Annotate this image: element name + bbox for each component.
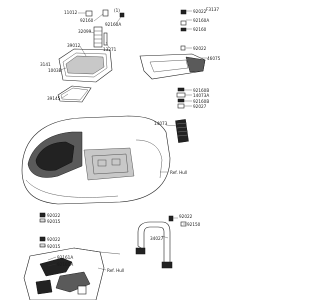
callout-labels: 11012 92160 (1) 92160A 32099 39012 13271…: [40, 8, 221, 273]
callout-92161a: 92161A: [57, 255, 73, 260]
callout-1003b: 1003B: [48, 68, 62, 73]
collar-part: [176, 92, 186, 98]
callout-92160-right: 92160: [193, 27, 207, 32]
ring-part: [177, 103, 185, 109]
hull-deck: [21, 115, 171, 205]
rail-foot: [135, 247, 146, 255]
callout-92161a-lower: 92161A: [57, 262, 73, 267]
callout-92022-rail: 92022: [179, 214, 193, 219]
storage-box-group: [57, 9, 125, 103]
callout-14073a: 14073A: [193, 93, 209, 98]
callout-label: (1): [114, 8, 120, 13]
nut-part: [180, 20, 187, 26]
spring-part: [93, 26, 103, 48]
callout-32099: 32099: [78, 29, 92, 34]
callout-3141: 3141: [40, 62, 51, 67]
washer-part: [177, 98, 185, 103]
storage-box: [58, 48, 113, 83]
callout-92022-left: 92022: [47, 213, 61, 218]
gasket-part: [57, 85, 92, 103]
callout-92022-right: 92022: [193, 46, 207, 51]
bolt-part: [102, 9, 109, 17]
grip-part: [175, 119, 189, 143]
callout-34027: 34027: [150, 236, 164, 241]
bolt-part: [168, 215, 174, 222]
callout-11012: 11012: [64, 10, 78, 15]
ref-hull-lower: Ref. Hull: [107, 268, 124, 273]
figure-code: F3137: [206, 7, 219, 12]
callout-13271: 13271: [103, 47, 117, 52]
nut-part: [39, 243, 46, 248]
callout-92015: 92015: [47, 219, 61, 224]
callout-92160a: 92160A: [105, 22, 121, 27]
deck-hatch: [97, 159, 107, 167]
parts-diagram: F3137: [21, 7, 221, 300]
handle-lid: [139, 53, 206, 80]
callout-92160: 92160: [80, 18, 94, 23]
lower-hull: [23, 247, 121, 300]
callout-92027: 92027: [193, 104, 207, 109]
pin-part: [103, 32, 108, 46]
washer-part: [180, 9, 187, 15]
nut-part: [119, 12, 125, 18]
callout-92015-lower: 92015: [47, 244, 61, 249]
nut-part: [39, 218, 46, 223]
leader-lines: [40, 10, 207, 271]
washer-part: [177, 87, 185, 92]
ref-hull-upper: Ref. Hull: [170, 170, 187, 175]
callout-14073: 14073: [154, 121, 168, 126]
cap-part: [85, 10, 93, 17]
callout-39012: 39012: [67, 43, 81, 48]
callout-46075: 46075: [207, 56, 221, 61]
bolt-part: [180, 45, 186, 51]
callout-92160b-lower: 92160B: [193, 99, 209, 104]
callout-39145: 39145: [47, 96, 61, 101]
callout-92160b: 92160B: [193, 88, 209, 93]
callout-92150: 92150: [187, 222, 201, 227]
washer-part: [180, 27, 187, 32]
bracket-part: [77, 285, 87, 295]
callout-92022-left-lower: 92022: [47, 237, 61, 242]
callout-92022-top: 92022: [193, 9, 207, 14]
grab-rail: [135, 221, 173, 269]
callout-92160a-right: 92160A: [193, 18, 209, 23]
